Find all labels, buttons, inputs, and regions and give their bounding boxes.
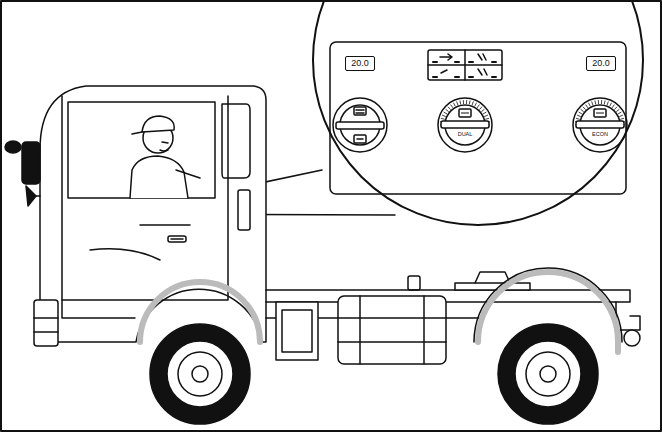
knob-label: ECON xyxy=(592,132,608,138)
knob-label: DUAL xyxy=(458,132,473,138)
control-knob: DUAL xyxy=(436,96,494,154)
control-panel xyxy=(330,42,626,194)
battery-box xyxy=(276,302,318,360)
temperature-display: 20.0 xyxy=(586,56,616,71)
control-knob: ECON xyxy=(571,96,629,154)
wheel xyxy=(498,324,598,424)
mirror xyxy=(5,141,40,206)
knob-outline xyxy=(571,96,629,154)
driver xyxy=(130,116,200,198)
fuel-tank xyxy=(338,296,446,364)
callout-circle xyxy=(313,0,643,225)
wheel xyxy=(150,324,250,424)
truck-cab xyxy=(34,86,266,346)
display-value: 20.0 xyxy=(592,59,610,68)
display-value: 20.0 xyxy=(351,59,369,68)
temperature-display: 20.0 xyxy=(345,56,375,71)
knob-outline xyxy=(436,96,494,154)
